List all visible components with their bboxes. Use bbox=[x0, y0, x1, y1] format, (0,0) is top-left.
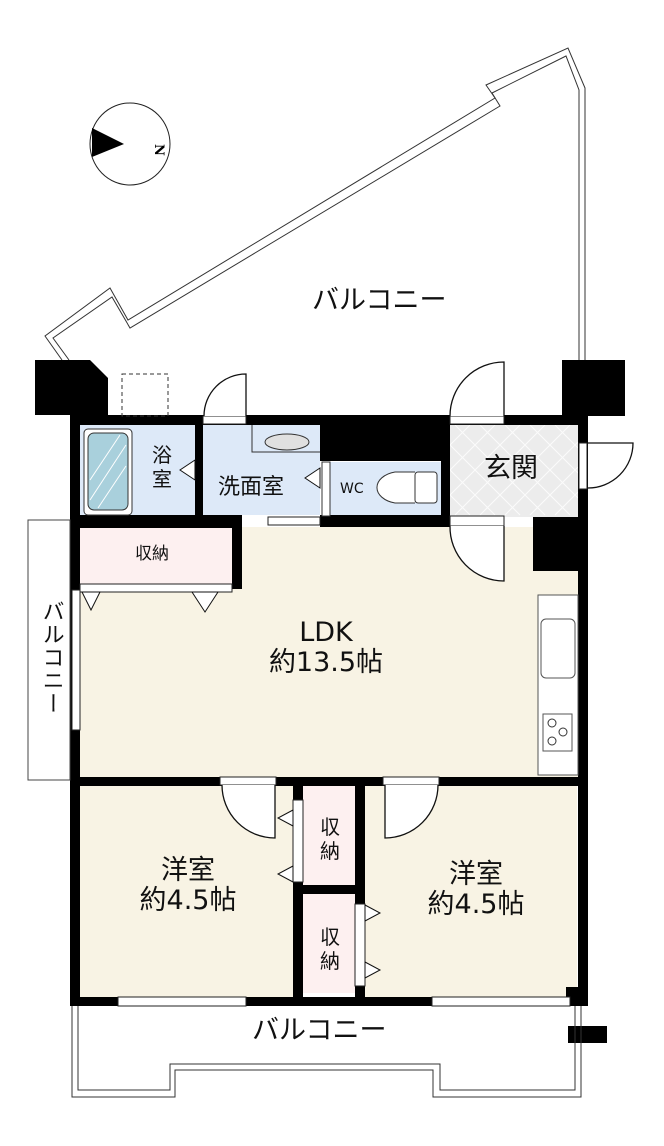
north-balcony-label: バルコニー bbox=[312, 285, 447, 316]
bath-label: 浴室 bbox=[152, 443, 172, 491]
storage-ldk-label: 収納 bbox=[135, 544, 169, 564]
storage-2-label: 収納 bbox=[320, 925, 340, 973]
western-room-2-size: 約4.5帖 bbox=[427, 889, 525, 921]
western-room-1-label: 洋室 約4.5帖 bbox=[128, 855, 248, 917]
western-room-2-name: 洋室 bbox=[449, 859, 503, 890]
svg-text:N: N bbox=[151, 144, 166, 156]
western-room-2-label: 洋室 約4.5帖 bbox=[416, 859, 536, 921]
western-room-1-size: 約4.5帖 bbox=[139, 885, 237, 917]
ldk-label: LDK 約13.5帖 bbox=[261, 617, 391, 679]
ldk-name: LDK bbox=[299, 617, 353, 648]
west-balcony-label: バルコニー bbox=[38, 600, 64, 715]
storage-1-label: 収納 bbox=[320, 815, 340, 863]
walls bbox=[35, 360, 625, 1043]
storage-ldk-floor bbox=[80, 528, 232, 584]
south-balcony-label: バルコニー bbox=[252, 1015, 387, 1046]
storage-2-floor bbox=[303, 893, 355, 993]
storage-1-floor bbox=[303, 785, 355, 885]
north-balcony-railing bbox=[44, 47, 586, 362]
ldk-size: 約13.5帖 bbox=[268, 647, 384, 679]
western-room-1-name: 洋室 bbox=[161, 855, 215, 886]
entrance-label: 玄関 bbox=[484, 453, 538, 484]
compass-north-arrow-icon: N bbox=[89, 102, 171, 186]
wc-label: WC bbox=[340, 481, 364, 497]
washroom-label: 洗面室 bbox=[218, 475, 285, 500]
